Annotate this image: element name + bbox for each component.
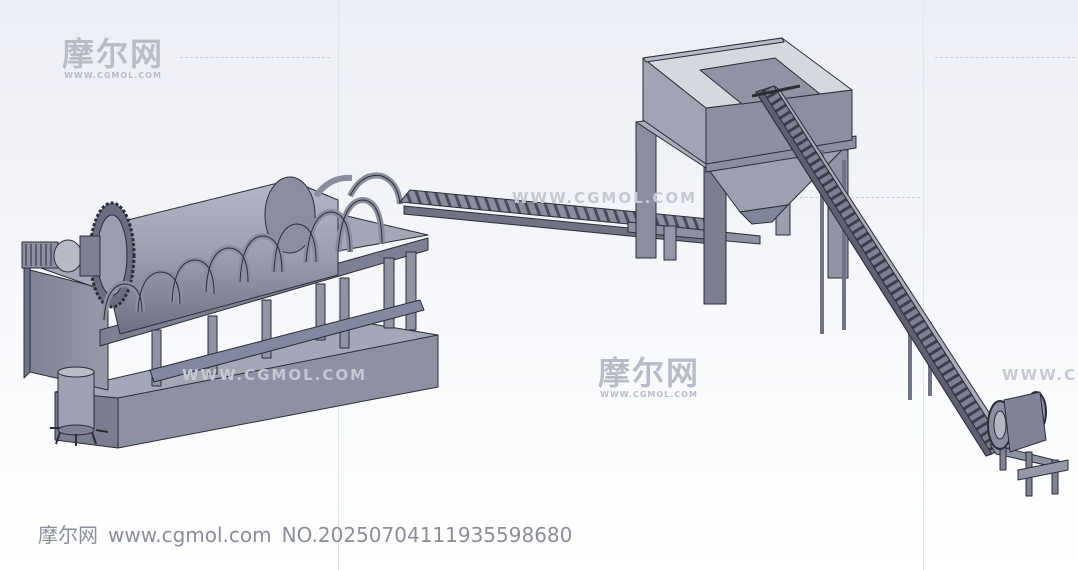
guide-line [180,57,330,58]
watermark-logo: 摩尔网 WWW.CGMOL.COM [62,38,164,80]
guide-line [800,197,920,198]
washer-drum-end [264,176,316,254]
watermark-logo-url: WWW.CGMOL.COM [64,71,162,80]
drum-washer [21,172,439,449]
watermark-logo-text: 摩尔网 [598,354,701,392]
guide-line [935,57,1075,58]
washer-trough-front [29,269,109,391]
watermark-url: WWW.CGMOL.COM [512,189,698,207]
watermark-logo-text: 摩尔网 [62,35,165,73]
guide-line [338,0,339,570]
watermark-logo: 摩尔网 WWW.CGMOL.COM [598,357,700,399]
footer-url: www.cgmol.com [108,523,272,547]
footer-watermark: 摩尔网 www.cgmol.com NO.20250704111935598680 [38,519,572,548]
hopper-silo [635,37,857,305]
chain-conveyor [751,84,1013,457]
watermark-url: WWW.CGMOL.COM [1002,366,1078,384]
watermark-url: WWW.CGMOL.COM [182,366,368,384]
jaw-crusher [987,391,1069,497]
watermark-logo-url: WWW.CGMOL.COM [600,390,698,399]
footer-site: 摩尔网 [38,523,98,547]
drive-motor [21,241,59,269]
guide-line [923,0,924,570]
washer-trough-side [23,261,31,379]
footer-id: NO.20250704111935598680 [281,523,573,547]
water-tank [50,366,109,446]
